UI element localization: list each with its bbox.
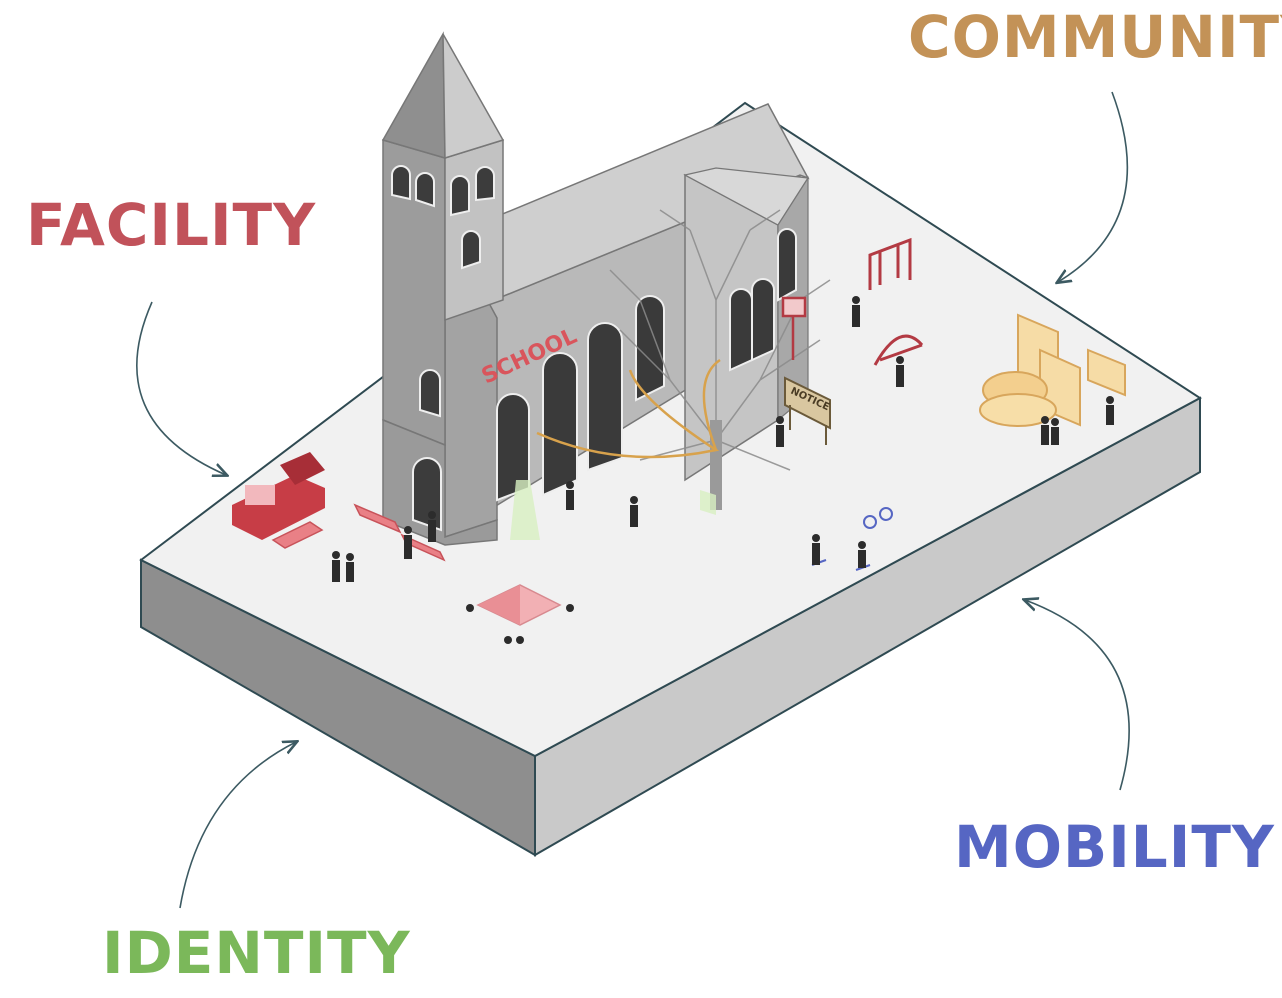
facility-label: FACILITY — [26, 191, 317, 259]
market-tent — [476, 584, 562, 626]
climbing-arch — [873, 334, 924, 366]
food-truck — [232, 452, 325, 540]
mobility-arrow — [1025, 600, 1130, 791]
basketball-hoop — [781, 296, 807, 360]
church-school-building: SCHOOL — [381, 31, 831, 546]
people — [332, 296, 1114, 644]
notice-board: NOTICE — [784, 376, 831, 445]
community-label: COMMUNITY — [908, 3, 1282, 71]
community-arrow — [1058, 91, 1129, 282]
mobility-label: MOBILITY — [954, 813, 1275, 881]
community-exhibition — [979, 313, 1126, 427]
identity-label: IDENTITY — [102, 919, 411, 987]
swing-set — [868, 237, 912, 290]
facility-arrow — [136, 301, 226, 475]
identity-arrow — [179, 742, 296, 909]
label-arrows — [136, 91, 1130, 909]
benches — [271, 503, 446, 562]
light-projectors — [510, 480, 716, 540]
bicycle — [863, 507, 893, 529]
